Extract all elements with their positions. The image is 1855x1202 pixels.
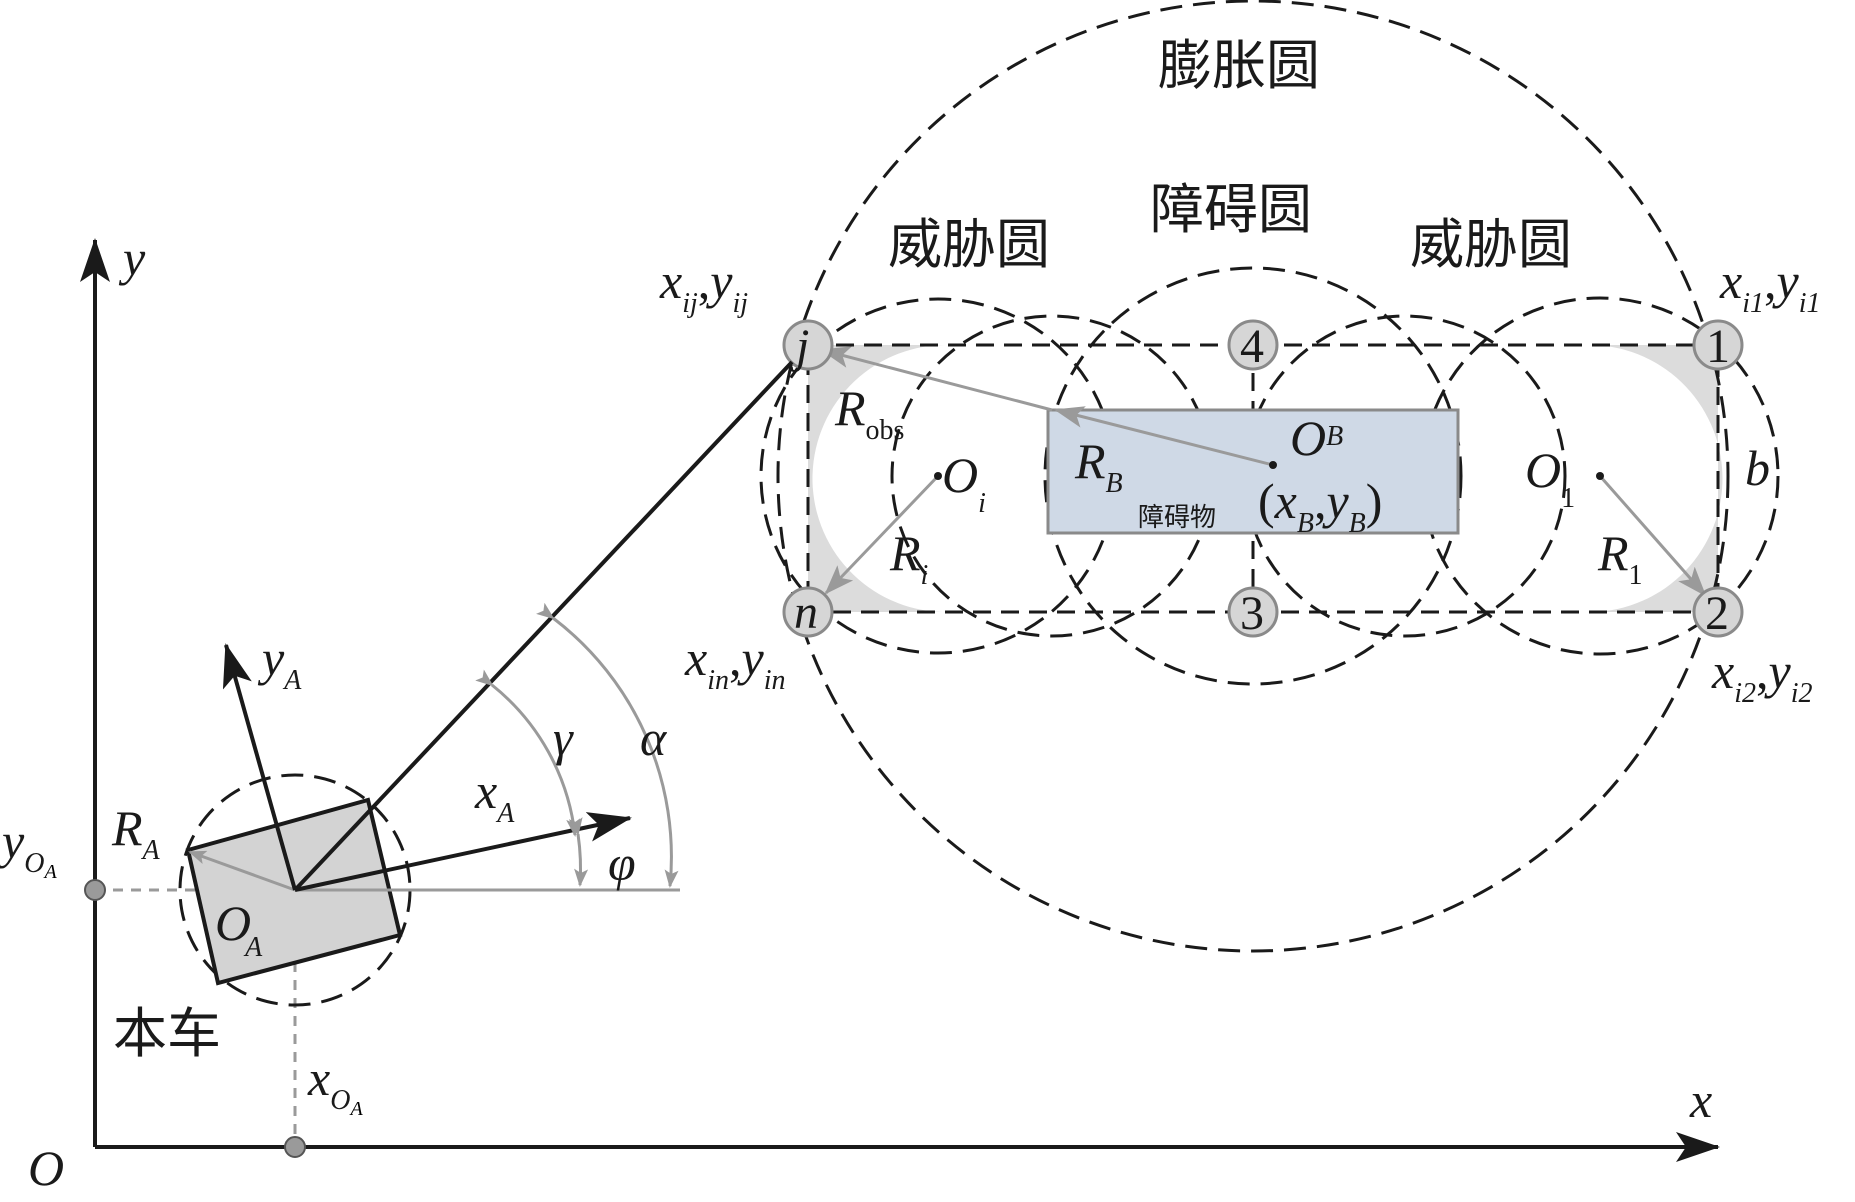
global-axes: x y O (28, 230, 1720, 1196)
vehicle-y-axis (222, 643, 297, 891)
o-b-label: OB (1290, 410, 1343, 466)
r-1-label: R1 (1597, 525, 1643, 591)
gamma-label: γ (553, 710, 574, 766)
vehicle-x-axis-label: xA (474, 763, 515, 829)
vehicle-center-label: OA (215, 895, 263, 963)
node-n-label: n (794, 586, 818, 639)
o-i-label: Oi (942, 447, 986, 519)
radius-arrows (820, 346, 1707, 597)
node-j (782, 319, 834, 371)
coord-in-label: xin,yin (684, 630, 785, 696)
left-threat-region (808, 344, 950, 612)
o-b-point (1269, 461, 1277, 469)
alpha-label: α (640, 710, 668, 766)
expansion-circle-label: 膨胀圆 (1158, 34, 1320, 97)
coord-ij-label: xij,yij (659, 253, 748, 319)
node-4-label: 4 (1240, 320, 1264, 373)
threat-fills (808, 344, 1723, 612)
threat-circle-left-label: 威胁圆 (888, 213, 1050, 276)
node-4 (1227, 319, 1279, 371)
r-obs-label: Robs (834, 380, 904, 446)
r-b-arrow (1054, 406, 1274, 467)
r-1-arrow (1598, 475, 1707, 597)
line-of-sight (293, 360, 794, 892)
node-n (782, 586, 834, 638)
r-a-arrow (188, 850, 296, 892)
right-threat-region (1586, 344, 1723, 612)
y-oa-marker (84, 879, 106, 901)
threat-circle-right-outer (1420, 296, 1780, 656)
o-1-point (1596, 472, 1604, 480)
y-axis-label: y (118, 230, 146, 286)
r-i-label: Ri (889, 525, 928, 591)
coord-i1-label: xi1,yi1 (1719, 253, 1820, 319)
b-label: b (1745, 440, 1770, 496)
phi-label: φ (608, 835, 636, 891)
obstacle-box (1046, 408, 1460, 535)
y-oa-label: yOA (0, 813, 57, 883)
x-oa-label: xOA (307, 1050, 363, 1120)
vehicle-name: 本车 (113, 1002, 221, 1065)
angle-arcs: α γ φ (475, 602, 679, 891)
node-2-label: 2 (1705, 587, 1729, 640)
origin-label: O (28, 1140, 64, 1196)
vehicle-radius-label: RA (111, 800, 161, 866)
circle-titles: 膨胀圆 障碍圆 威胁圆 威胁圆 (888, 34, 1572, 276)
inner-labels: Robs Oi Ri RB OB (xB,yB) O1 R1 b (834, 380, 1770, 591)
obstacle-coord-label: (xB,yB) (1258, 473, 1382, 539)
r-obs-arrow (820, 346, 1053, 412)
vehicle: 本车 OA RA yA xA (111, 360, 794, 1065)
gamma-arc (475, 669, 581, 837)
expansion-circle (776, 0, 1730, 953)
node-3-label: 3 (1240, 587, 1264, 640)
r-b-label: RB (1074, 433, 1123, 499)
corner-nodes: j n 4 3 1 2 (782, 319, 1744, 640)
obstacle-name: 障碍物 (1138, 503, 1216, 533)
node-2 (1692, 586, 1744, 638)
o-1-label: O1 (1525, 442, 1575, 514)
obstacle: 障碍物 (1046, 408, 1460, 535)
x-axis-label: x (1689, 1072, 1712, 1128)
vehicle-y-axis-label: yA (257, 630, 302, 696)
o-i-point (934, 472, 942, 480)
x-oa-marker (284, 1136, 306, 1158)
threat-circle-right-label: 威胁圆 (1410, 213, 1572, 276)
vehicle-body (185, 797, 403, 986)
node-3 (1227, 586, 1279, 638)
phi-arc (568, 817, 589, 887)
obstacle-circle (1043, 266, 1463, 686)
r-i-arrow (824, 474, 940, 595)
corner-coordinate-labels: xij,yij xi1,yi1 xin,yin xi2,yi2 (659, 253, 1820, 709)
node-1 (1692, 319, 1744, 371)
node-1-label: 1 (1706, 320, 1730, 373)
coord-i2-label: xi2,yi2 (1711, 643, 1812, 709)
alpha-arc (536, 602, 679, 888)
obstacle-circle-label: 障碍圆 (1150, 178, 1312, 241)
